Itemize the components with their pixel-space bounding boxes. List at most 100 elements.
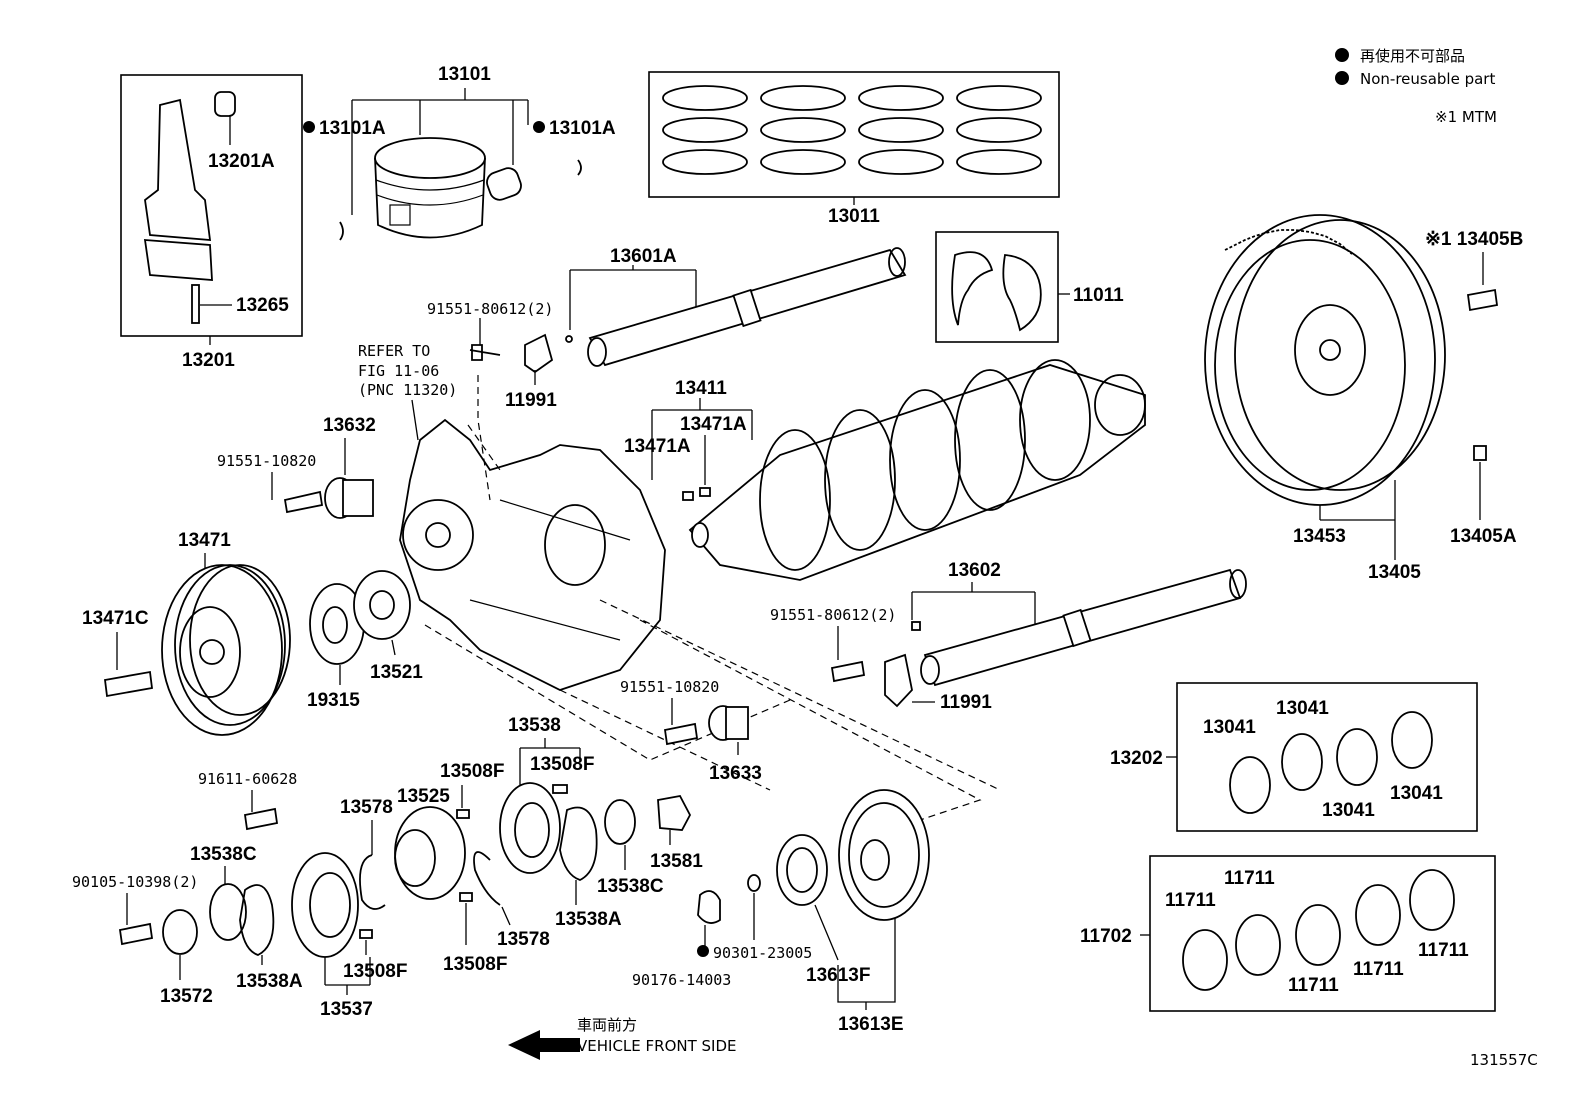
flywheel-bolt-icon [1466,288,1499,312]
label-13633: 13633 [709,763,762,784]
label-11711-b: 11711 [1224,868,1275,889]
label-13265: 13265 [236,295,289,316]
bearing-shell-icon [1182,929,1228,991]
piston-pin-icon [486,167,522,201]
direction-en: VEHICLE FRONT SIDE [577,1037,737,1055]
pin-icon [359,929,373,939]
label-13538C-b: 13538C [597,876,664,897]
rod-bushing-icon [214,91,236,117]
legend-jp: 再使用不可部品 [1360,47,1465,65]
bearing-shell-icon [1235,914,1281,976]
footer: 車両前方 VEHICLE FRONT SIDE 131557C [508,1016,1538,1069]
label-13405: 13405 [1368,562,1421,583]
timing-cover-icon [399,418,666,691]
label-13538: 13538 [508,715,561,736]
label-13578-a: 13578 [340,797,393,818]
label-13471: 13471 [178,530,231,551]
idler-lower-group: 91551-10820 13633 [620,678,762,784]
non-reusable-marker-icon [533,121,545,133]
retainer-plate-icon [162,909,198,955]
thrust-washer-icon [1002,254,1042,332]
label-91611-60628: 91611-60628 [198,770,297,788]
label-90176-14003: 90176-14003 [632,971,731,989]
non-reusable-marker-icon [697,945,709,957]
crankshaft-group: 13411 13471A 13471A [624,359,1146,581]
pin-icon [1473,445,1487,461]
timing-case-group: REFER TO FIG 11-06 (PNC 11320) [358,342,1001,821]
seal-ring-icon [604,799,636,845]
piston-body-icon [374,157,486,239]
label-13041-c: 13041 [1322,800,1375,821]
label-13041-d: 13041 [1390,783,1443,804]
label-13525: 13525 [397,786,450,807]
label-13602: 13602 [948,560,1001,581]
label-11711-d: 11711 [1353,959,1404,980]
label-13572: 13572 [160,986,213,1007]
label-13538A-b: 13538A [555,909,622,930]
bolt-icon [663,722,699,746]
label-19315: 19315 [307,690,360,711]
thrust-washer-box [935,231,1059,343]
bearing-shell-icon [1355,884,1401,946]
seal-ring-icon [209,883,247,941]
label-13202: 13202 [1110,748,1163,769]
label-13632: 13632 [323,415,376,436]
label-91551-10820-b: 91551-10820 [620,678,719,696]
rod-cap-icon [143,239,213,281]
front-seals-group: 91611-60628 13538C 90105-10398(2) 13572 … [72,770,407,1020]
arrow-left-icon [508,1030,580,1060]
label-13405B: ※1 13405B [1425,229,1523,250]
bolt-icon [469,344,501,361]
gasket-icon [747,874,761,892]
gasket-icon [239,884,275,956]
bolt-icon [118,922,154,946]
refer-line3: (PNC 11320) [358,381,457,399]
damper-gear-icon [838,789,930,921]
rod-bolt-icon [191,284,200,324]
pump-cover-icon [291,852,359,958]
pump-gear-icon [394,806,466,900]
non-reusable-marker-icon [1335,48,1349,62]
label-13041-a: 13041 [1203,717,1256,738]
thrust-washer-icon [951,251,994,326]
label-11711-c: 11711 [1288,975,1339,996]
label-13101A-left: 13101A [319,118,386,139]
label-13011: 13011 [828,206,880,227]
connecting-rod-group: 13201A 13265 13201 [120,74,303,371]
legend-en: Non-reusable part [1360,70,1495,88]
label-11711-e: 11711 [1418,940,1469,961]
flywheel-group: ※1 13405B 13453 13405 13405A [1204,214,1523,583]
label-13538A-a: 13538A [236,971,303,992]
label-13508F-c: 13508F [343,961,407,982]
pin-icon [552,784,568,794]
label-11991-b: 11991 [940,692,992,713]
bolt-icon [283,490,324,514]
figure-code: 131557C [1470,1051,1538,1069]
piston-rings-group: 13011 [648,71,1060,227]
snap-ring-icon [577,159,582,176]
bearing-shell-icon [1295,904,1341,966]
snap-ring-icon [359,854,386,910]
oil-valve-icon [657,794,692,831]
label-13101: 13101 [438,64,491,85]
refer-line1: REFER TO [358,342,430,360]
flywheel-icon [1204,214,1436,506]
label-13101A-right: 13101A [549,118,616,139]
label-11991-a: 11991 [505,390,557,411]
legend: 再使用不可部品 Non-reusable part ※1 MTM [1335,47,1497,126]
connecting-rod-box [120,74,303,337]
label-13601A: 13601A [610,246,677,267]
label-13411: 13411 [675,378,727,399]
label-90105-10398: 90105-10398(2) [72,873,198,891]
label-13508F-d: 13508F [443,954,507,975]
crankshaft-icon [688,364,1146,581]
connecting-rod-icon [144,98,212,241]
piston-crown-icon [374,137,486,179]
label-13471A-a: 13471A [624,436,691,457]
pulley-bolt-icon [104,670,153,698]
label-91551-80612-b: 91551-80612(2) [770,606,896,624]
label-91551-10820-a: 91551-10820 [217,452,316,470]
label-13508F-b: 13508F [440,761,504,782]
piston-rings-box [648,71,1060,198]
